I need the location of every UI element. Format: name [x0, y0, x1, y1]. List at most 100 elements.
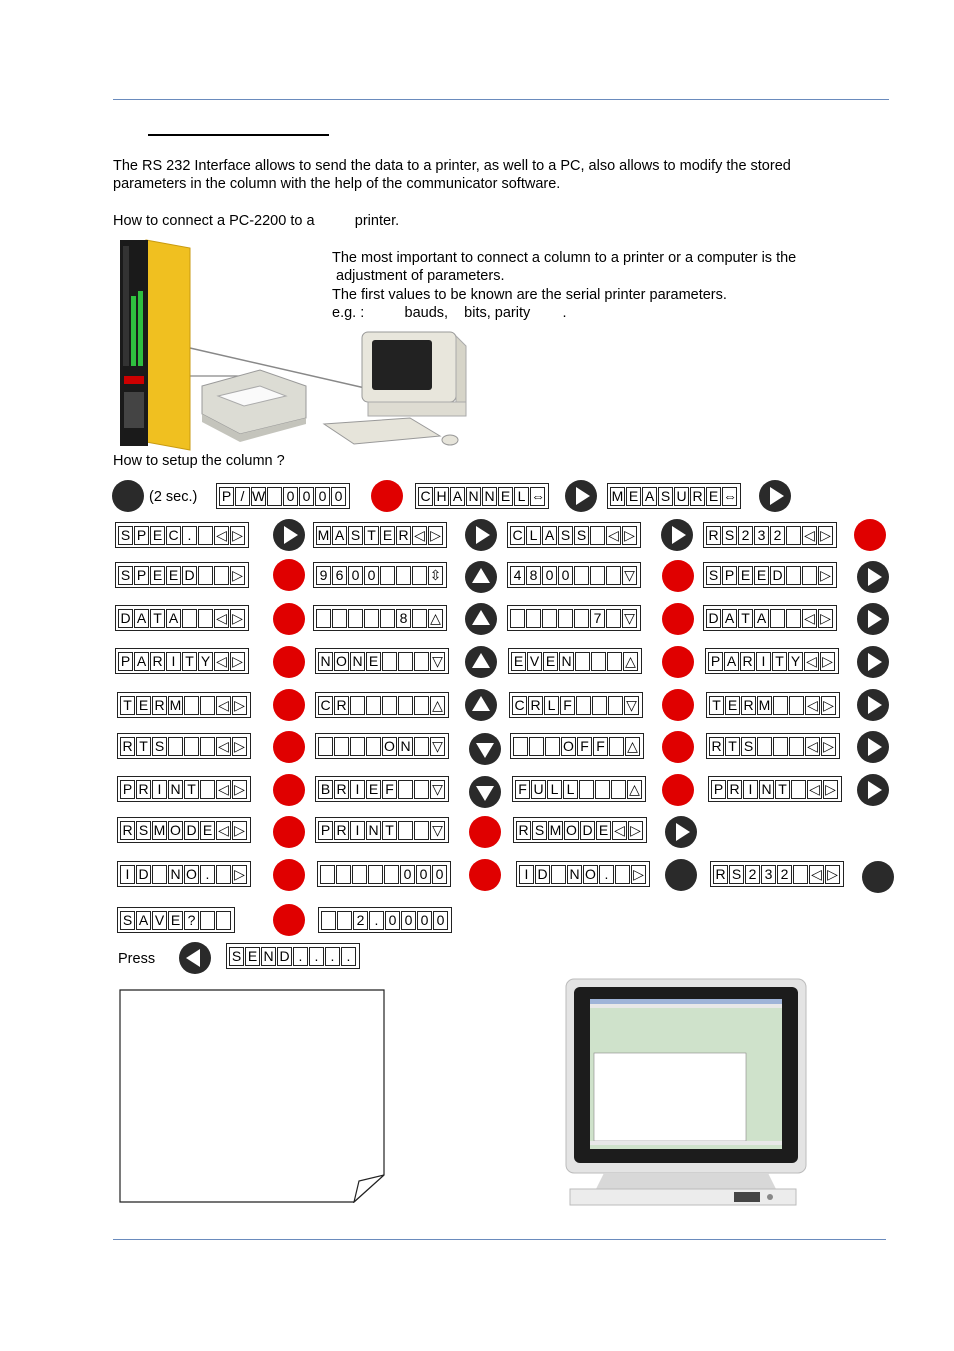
lcd-cell: △: [428, 609, 443, 628]
right-key-button[interactable]: [857, 774, 889, 806]
lcd-cell: ▷: [232, 737, 247, 756]
enter-key-button[interactable]: [273, 816, 305, 848]
lcd-cell: ▽: [430, 821, 445, 840]
lcd-cell: [380, 609, 395, 628]
lcd-cell: [770, 609, 785, 628]
lcd-cell: [348, 609, 363, 628]
enter-key-button[interactable]: [273, 731, 305, 763]
lcd-cell: [786, 526, 801, 545]
enter-key-button[interactable]: [662, 689, 694, 721]
enter-key-button[interactable]: [662, 560, 694, 592]
lcd-cell: A: [450, 487, 465, 506]
enter-key-button[interactable]: [273, 559, 305, 591]
lcd-cell: ▷: [820, 652, 835, 671]
lcd-cell: ◁: [802, 526, 817, 545]
lcd-cell: N: [466, 487, 481, 506]
lcd-cell: [334, 737, 349, 756]
right-arrow-icon: [465, 519, 497, 551]
lcd-cell: [592, 696, 607, 715]
enter-key-button[interactable]: [662, 731, 694, 763]
lcd-cell: ◁: [214, 652, 229, 671]
up-key-button[interactable]: [465, 646, 497, 678]
right-arrow-icon: [857, 689, 889, 721]
up-key-button[interactable]: [465, 603, 497, 635]
enter-key-button[interactable]: [469, 859, 501, 891]
right-key-button[interactable]: [857, 689, 889, 721]
lcd-cell: 7: [590, 609, 605, 628]
lcd-cell: I: [120, 865, 135, 884]
lcd-cell: S: [741, 737, 756, 756]
up-key-button[interactable]: [465, 561, 497, 593]
right-key-button[interactable]: [565, 480, 597, 512]
lcd-cell: ▽: [430, 737, 445, 756]
enter-key-button[interactable]: [273, 904, 305, 936]
right-key-button[interactable]: [857, 646, 889, 678]
lcd-display: EVEN△: [508, 648, 642, 674]
lcd-display: 9600⇳: [313, 562, 447, 588]
lcd-cell: T: [709, 696, 724, 715]
enter-key-button[interactable]: [662, 646, 694, 678]
right-key-button[interactable]: [661, 519, 693, 551]
lcd-cell: S: [658, 487, 673, 506]
hold-key-button[interactable]: [862, 861, 894, 893]
enter-key-button[interactable]: [469, 816, 501, 848]
enter-key-button[interactable]: [371, 480, 403, 512]
lcd-cell: F: [515, 780, 530, 799]
lcd-cell: 0: [558, 566, 573, 585]
lcd-cell: N: [759, 780, 774, 799]
right-key-button[interactable]: [857, 731, 889, 763]
lcd-cell: [368, 865, 383, 884]
lcd-cell: [316, 609, 331, 628]
up-key-button[interactable]: [465, 689, 497, 721]
up-arrow-icon: [465, 646, 497, 678]
lcd-cell: E: [626, 487, 641, 506]
lcd-cell: Y: [788, 652, 803, 671]
lcd-cell: R: [727, 780, 742, 799]
right-key-button[interactable]: [665, 816, 697, 848]
lcd-cell: P: [120, 780, 135, 799]
hold-key-button[interactable]: [665, 859, 697, 891]
right-key-button[interactable]: [857, 603, 889, 635]
lcd-cell: [590, 566, 605, 585]
enter-key-button[interactable]: [273, 774, 305, 806]
enter-key-button[interactable]: [662, 774, 694, 806]
enter-key-button[interactable]: [273, 603, 305, 635]
down-key-button[interactable]: [469, 776, 501, 808]
hold-key-button[interactable]: [112, 480, 144, 512]
lcd-cell: R: [120, 821, 135, 840]
lcd-cell: ◁: [802, 609, 817, 628]
up-arrow-icon: [465, 561, 497, 593]
lcd-display: 7▽: [507, 605, 641, 631]
enter-key-button[interactable]: [273, 859, 305, 891]
lcd-cell: ▷: [631, 865, 646, 884]
enter-key-button[interactable]: [273, 646, 305, 678]
lcd-cell: 3: [754, 526, 769, 545]
lcd-cell: [200, 696, 215, 715]
lcd-display: RSMODE◁▷: [117, 817, 251, 843]
lcd-cell: S: [152, 737, 167, 756]
lcd-cell: H: [434, 487, 449, 506]
lcd-cell: ◁: [216, 696, 231, 715]
lcd-cell: [414, 696, 429, 715]
lcd-cell: D: [706, 609, 721, 628]
enter-key-button[interactable]: [662, 603, 694, 635]
right-arrow-icon: [273, 519, 305, 551]
right-key-button[interactable]: [273, 519, 305, 551]
enter-key-button[interactable]: [854, 519, 886, 551]
right-arrow-icon: [857, 603, 889, 635]
right-key-button[interactable]: [759, 480, 791, 512]
lcd-cell: P: [708, 652, 723, 671]
enter-key-button[interactable]: [273, 689, 305, 721]
right-key-button[interactable]: [857, 561, 889, 593]
right-key-button[interactable]: [465, 519, 497, 551]
left-key-button[interactable]: [179, 942, 211, 974]
lcd-cell: O: [334, 652, 349, 671]
lcd-cell: E: [511, 652, 526, 671]
lcd-cell: 0: [401, 911, 416, 930]
lcd-cell: T: [775, 780, 790, 799]
lcd-cell: E: [706, 487, 721, 506]
down-key-button[interactable]: [469, 733, 501, 765]
lcd-cell: [773, 737, 788, 756]
